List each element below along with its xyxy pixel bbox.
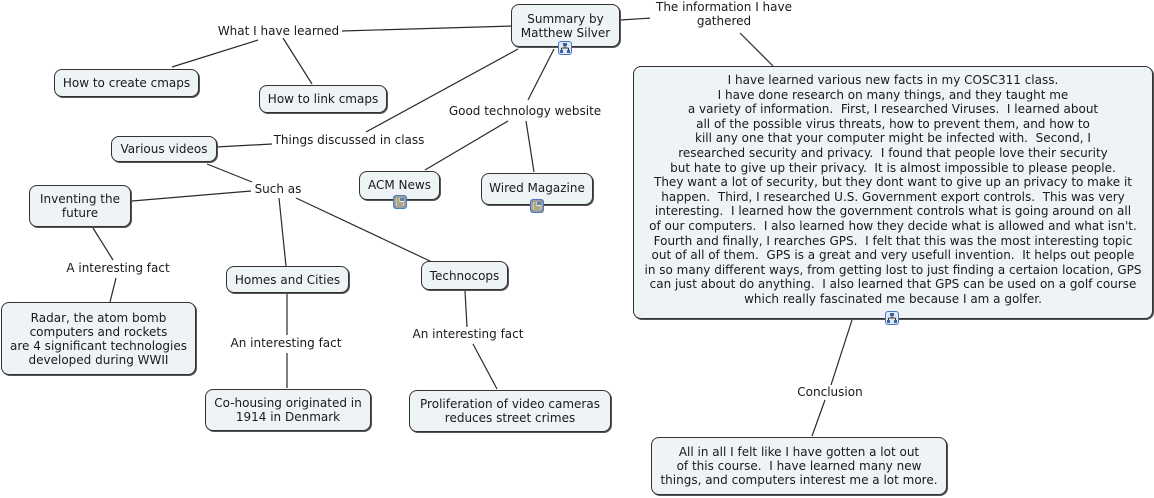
link-a-interesting-fact[interactable]: A interesting fact — [64, 261, 172, 275]
link-line — [472, 343, 498, 390]
link-line — [109, 277, 117, 303]
link-information-gathered[interactable]: The information I have gathered — [650, 0, 798, 28]
link-line — [341, 25, 513, 32]
submap-icon[interactable] — [885, 311, 899, 325]
link-line — [619, 17, 653, 21]
link-line — [811, 399, 826, 437]
link-line — [206, 163, 253, 183]
concept-various-videos[interactable]: Various videos — [111, 136, 217, 162]
link-line — [131, 190, 252, 202]
concept-homes-and-cities[interactable]: Homes and Cities — [226, 266, 349, 293]
link-line — [464, 290, 468, 328]
concept-summary-text[interactable]: I have learned various new facts in my C… — [633, 66, 1153, 319]
link-line — [365, 48, 519, 133]
concept-radar-wwii[interactable]: Radar, the atom bomb computers and rocke… — [1, 302, 196, 375]
web-page-icon[interactable] — [393, 195, 407, 209]
concept-link-cmaps[interactable]: How to link cmaps — [259, 85, 387, 113]
concept-conclusion-text[interactable]: All in all I felt like I have gotten a l… — [651, 437, 947, 495]
concept-video-cameras[interactable]: Proliferation of video cameras reduces s… — [409, 390, 611, 432]
link-conclusion[interactable]: Conclusion — [796, 385, 864, 399]
link-line — [282, 37, 313, 85]
concept-technocops[interactable]: Technocops — [421, 261, 508, 290]
link-interesting-fact-technocops[interactable]: An interesting fact — [410, 327, 526, 341]
link-line — [525, 120, 535, 173]
link-line — [424, 120, 509, 171]
link-line — [739, 32, 774, 67]
link-good-technology-website[interactable]: Good technology website — [443, 104, 607, 118]
link-line — [215, 143, 273, 148]
link-interesting-fact-homes[interactable]: An interesting fact — [228, 336, 344, 350]
link-line — [295, 197, 433, 263]
concept-create-cmaps[interactable]: How to create cmaps — [54, 69, 199, 97]
link-line — [171, 39, 259, 68]
concept-inventing-the-future[interactable]: Inventing the future — [29, 185, 131, 227]
root-concept-summary[interactable]: Summary by Matthew Silver — [511, 4, 620, 47]
concept-cohousing[interactable]: Co-housing originated in 1914 in Denmark — [205, 389, 371, 431]
link-line — [527, 48, 555, 101]
web-page-icon[interactable] — [530, 199, 544, 213]
concept-wired-magazine[interactable]: Wired Magazine — [481, 173, 593, 205]
link-line — [92, 227, 114, 261]
link-things-discussed[interactable]: Things discussed in class — [272, 133, 426, 147]
link-what-i-have-learned[interactable]: What I have learned — [215, 24, 342, 38]
submap-icon[interactable] — [558, 41, 572, 55]
link-line — [830, 319, 853, 386]
link-line — [278, 197, 287, 267]
link-such-as[interactable]: Such as — [252, 182, 304, 196]
